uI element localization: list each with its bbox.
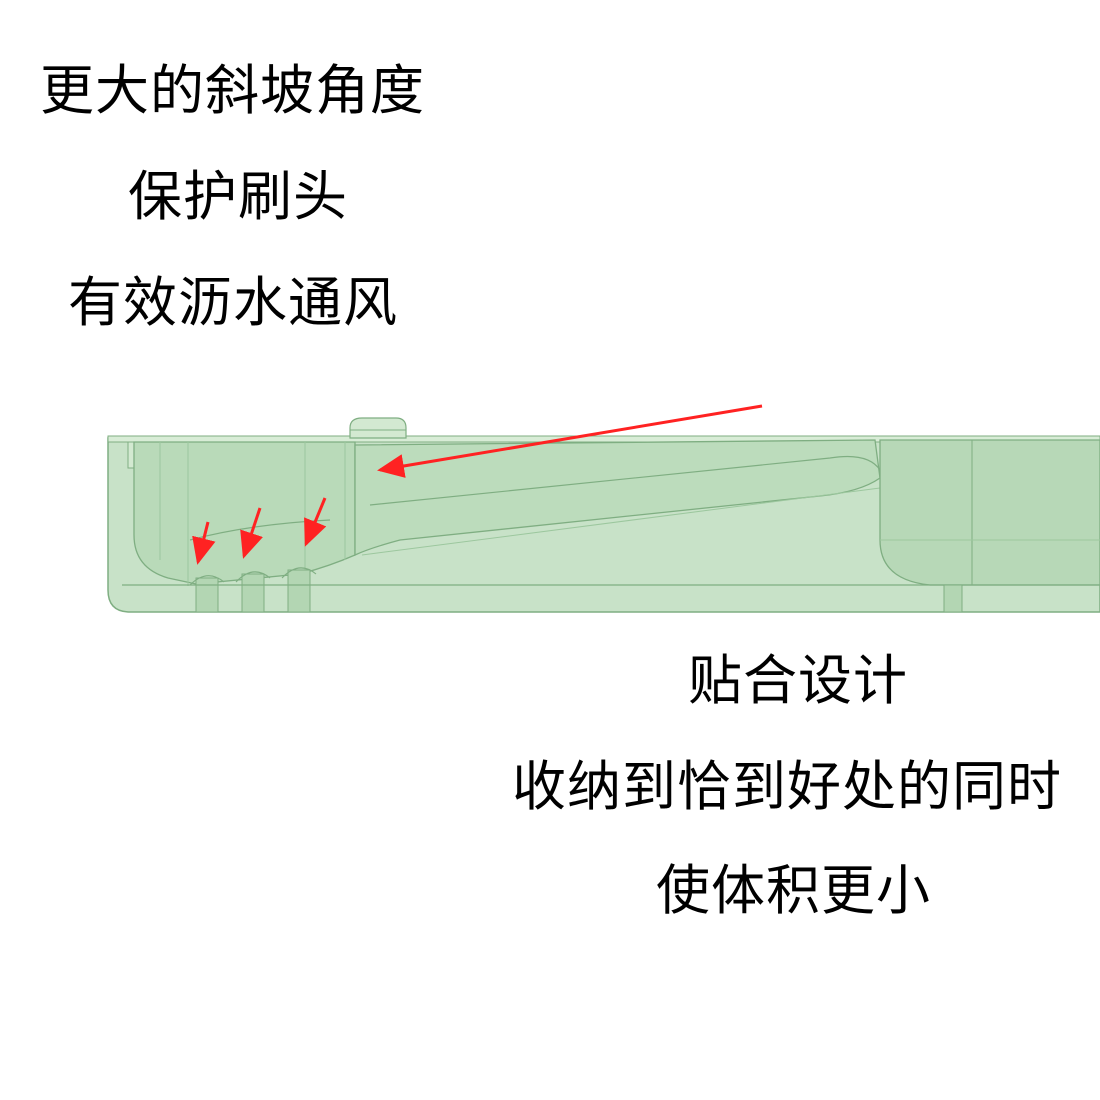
brush-cavity (133, 441, 356, 585)
arrow-ramp (377, 404, 763, 478)
heading-fit-design: 贴合设计 (688, 649, 908, 712)
arrow-slot-3 (304, 497, 327, 547)
red-pointer-arrows (192, 404, 763, 565)
heading-protect-brush: 保护刷头 (128, 165, 348, 228)
drain-slots (189, 567, 317, 613)
heading-drainage: 有效沥水通风 (68, 271, 398, 334)
heading-smaller-size: 使体积更小 (656, 859, 931, 922)
top-knob (349, 417, 407, 439)
right-pocket (879, 439, 1100, 586)
heading-slope-angle: 更大的斜坡角度 (40, 59, 425, 122)
arrow-slot-2 (240, 507, 263, 559)
heading-storage: 收纳到恰到好处的同时 (512, 755, 1062, 818)
arrow-slot-1 (192, 521, 216, 565)
